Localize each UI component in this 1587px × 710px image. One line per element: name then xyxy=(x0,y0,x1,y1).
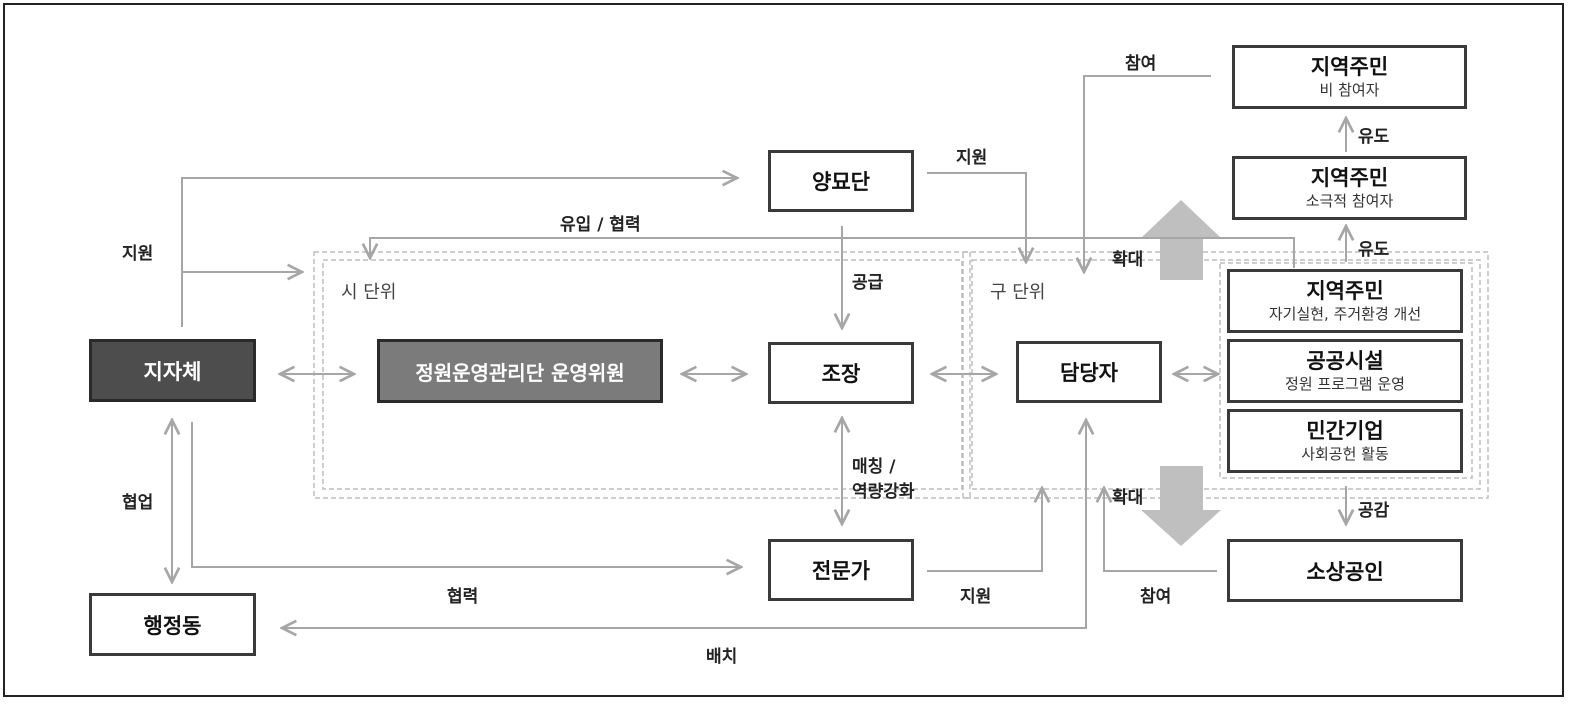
support-yangmyodan-label: 지원 xyxy=(956,148,988,168)
inflow-line xyxy=(370,237,1295,268)
expand-top-label: 확대 xyxy=(1112,250,1144,270)
collaboration-label: 협업 xyxy=(122,493,154,513)
deploy-label: 배치 xyxy=(706,647,738,667)
yangmyodan-node: 양묘단 xyxy=(768,150,914,212)
district-region-label: 구 단위 xyxy=(990,282,1046,303)
jijache-to-yangmyodan-line xyxy=(181,178,737,327)
expand-bottom-label: 확대 xyxy=(1112,488,1144,508)
yangmyodan-support-line xyxy=(927,172,1026,262)
private-company-title: 민간기업 xyxy=(1306,419,1384,444)
jojang-node: 조장 xyxy=(768,342,914,404)
public-facility-node: 공공시설 정원 프로그램 운영 xyxy=(1227,339,1463,403)
matching-label: 매칭 / 역량강화 xyxy=(852,457,915,502)
diagram-frame xyxy=(3,3,1564,697)
support-left-label: 지원 xyxy=(122,244,154,264)
city-region-label: 시 단위 xyxy=(341,282,397,303)
induce-2-label: 유도 xyxy=(1358,240,1390,260)
resident-nonparticipant-node: 지역주민 비 참여자 xyxy=(1232,45,1467,109)
jeonmunga-node: 전문가 xyxy=(768,539,914,601)
private-company-sub: 사회공헌 활동 xyxy=(1301,444,1389,463)
cooperation-label: 협력 xyxy=(447,587,479,607)
damdangja-node: 담당자 xyxy=(1016,341,1162,403)
inflow-cooperation-label: 유입 / 협력 xyxy=(560,215,641,235)
participate-top-line xyxy=(1084,75,1211,272)
empathy-label: 공감 xyxy=(1358,501,1390,521)
resident-active-title: 지역주민 xyxy=(1306,279,1384,304)
committee-node: 정원운영관리단 운영위원 xyxy=(377,339,663,403)
resident-nonparticipant-sub: 비 참여자 xyxy=(1319,80,1380,99)
residents-group-box xyxy=(1219,262,1473,479)
participate-bottom-line xyxy=(1104,488,1217,572)
resident-passive-node: 지역주민 소극적 참여자 xyxy=(1232,156,1467,220)
support-expert-label: 지원 xyxy=(960,587,992,607)
small-business-node: 소상공인 xyxy=(1227,539,1463,602)
public-facility-sub: 정원 프로그램 운영 xyxy=(1285,374,1405,393)
expand-down-arrow xyxy=(1141,466,1221,546)
participate-bottom-label: 참여 xyxy=(1140,587,1172,607)
jijache-node: 지자체 xyxy=(89,339,256,402)
haengjeongdong-node: 행정동 xyxy=(89,593,256,656)
expand-up-arrow xyxy=(1141,200,1221,280)
resident-active-node: 지역주민 자기실현, 주거환경 개선 xyxy=(1227,269,1463,333)
resident-passive-sub: 소극적 참여자 xyxy=(1305,191,1394,210)
supply-label: 공급 xyxy=(852,273,884,293)
cooperation-line xyxy=(191,422,741,567)
expert-support-line xyxy=(927,488,1042,572)
private-company-node: 민간기업 사회공헌 활동 xyxy=(1227,409,1463,473)
participate-top-label: 참여 xyxy=(1125,54,1157,74)
induce-1-label: 유도 xyxy=(1358,127,1390,147)
resident-active-sub: 자기실현, 주거환경 개선 xyxy=(1268,304,1422,323)
resident-nonparticipant-title: 지역주민 xyxy=(1310,55,1389,80)
deploy-line xyxy=(282,420,1086,628)
public-facility-title: 공공시설 xyxy=(1306,349,1384,374)
resident-passive-title: 지역주민 xyxy=(1310,166,1389,191)
